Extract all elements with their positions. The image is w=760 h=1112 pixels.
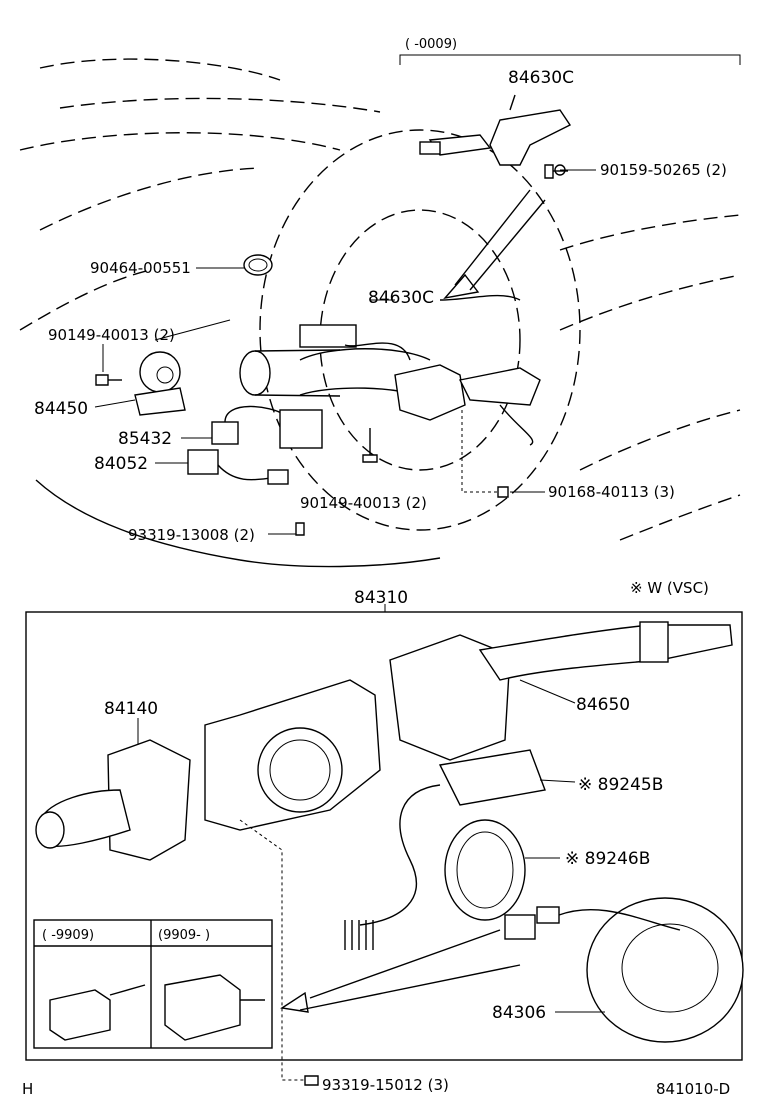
diagram-code: 841010-D bbox=[656, 1080, 730, 1098]
part-number-89246b: ※ 89246B bbox=[565, 849, 650, 869]
variant-bracket bbox=[399, 54, 741, 65]
sensor-ring-icon bbox=[444, 819, 526, 921]
part-number-84052: 84052 bbox=[94, 454, 148, 474]
vsc-note: ※ W (VSC) bbox=[630, 579, 709, 597]
part-number-84450: 84450 bbox=[34, 399, 88, 419]
combination-switch-icon bbox=[204, 679, 381, 831]
page-mark: H bbox=[22, 1080, 33, 1098]
clamp-icon bbox=[243, 254, 273, 276]
part-number-84140: 84140 bbox=[104, 699, 158, 719]
cruise-control-switch-icon bbox=[299, 324, 541, 446]
connector-icon bbox=[187, 449, 289, 485]
connector-variant-inset bbox=[33, 919, 273, 1049]
screw-icon bbox=[95, 374, 122, 386]
part-number-84630c-a: 84630C bbox=[508, 68, 574, 88]
inset-left-label: ( -9909) bbox=[42, 928, 94, 943]
headlight-switch-icon bbox=[35, 739, 191, 861]
connector-icon bbox=[211, 405, 323, 449]
part-number-90464: 90464-00551 bbox=[90, 259, 191, 277]
screw-icon bbox=[362, 428, 378, 463]
spiral-cable-icon bbox=[504, 897, 744, 1043]
part-number-90168: 90168-40113 (3) bbox=[548, 483, 675, 501]
part-number-85432: 85432 bbox=[118, 429, 172, 449]
wiper-switch-icon bbox=[389, 621, 733, 761]
part-number-90149-b: 90149-40013 (2) bbox=[300, 494, 427, 512]
cruise-control-switch-icon bbox=[419, 94, 572, 176]
screw-icon bbox=[304, 1075, 319, 1086]
screw-icon bbox=[497, 486, 509, 498]
leader-lines-bottom bbox=[137, 604, 605, 1081]
column-cover-outline bbox=[19, 58, 741, 568]
part-number-93319-a: 93319-13008 (2) bbox=[128, 526, 255, 544]
inset-right-label: (9909- ) bbox=[158, 928, 210, 943]
screw-icon bbox=[295, 522, 305, 536]
leader-lines-top bbox=[94, 169, 596, 535]
steering-wheel-outline bbox=[239, 129, 581, 531]
part-number-84630c-b: 84630C bbox=[368, 288, 434, 308]
reference-arrow bbox=[443, 189, 546, 300]
top-variant-label: ( -0009) bbox=[405, 37, 457, 52]
reference-arrow bbox=[280, 929, 521, 1013]
part-number-84650: 84650 bbox=[576, 695, 630, 715]
assembly-frame bbox=[25, 611, 743, 1061]
part-number-93319-b: 93319-15012 (3) bbox=[322, 1076, 449, 1094]
part-number-89245b: ※ 89245B bbox=[578, 775, 663, 795]
yaw-rate-sensor-icon bbox=[344, 749, 546, 950]
ignition-switch-icon bbox=[134, 351, 186, 416]
part-number-84306: 84306 bbox=[492, 1003, 546, 1023]
part-number-90149-a: 90149-40013 (2) bbox=[48, 326, 175, 344]
screw-icon bbox=[544, 164, 568, 179]
part-number-84310: 84310 bbox=[354, 588, 408, 608]
part-number-90159: 90159-50265 (2) bbox=[600, 161, 727, 179]
